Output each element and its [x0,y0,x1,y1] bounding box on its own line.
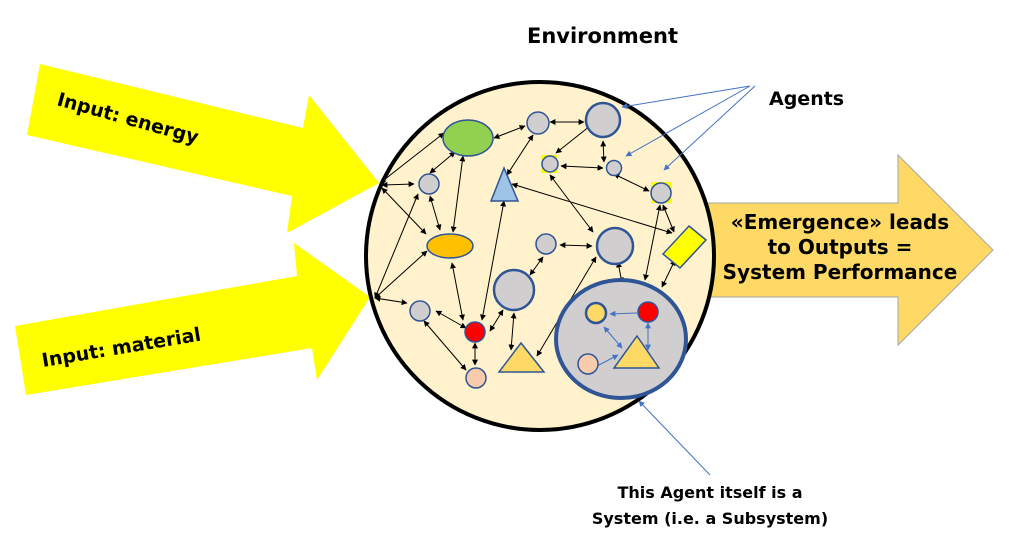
agent-yellow-rectangle [661,224,708,270]
input-energy-arrow: Input: energy [27,64,379,233]
arrow-peach-triangle-sub [596,354,619,367]
subagent-red-circle [637,301,659,323]
arrow-gray2-peach [423,320,467,371]
agent-gray-circle [409,300,431,322]
arrow-orange-triangle-sub [603,326,623,349]
agent-gray-circle [605,159,623,177]
input-material-shape [15,243,370,395]
arrow-bluetri-red [480,200,506,321]
output-arrow-shape [699,153,994,347]
agent-gray-circle-large [492,268,536,312]
subagent-orange-circle [584,301,608,325]
agent-pointers [621,85,756,476]
pointer-agents-1 [621,85,751,110]
input-material-arrow: Input: material [15,243,370,395]
subsystem-label-line-2: System (i.e. a Subsystem) [592,509,828,528]
subagent-peach-circle [577,353,599,375]
agent-blue-triangle [489,166,520,202]
agents-label: Agents [769,88,844,110]
output-line-3: System Performance [723,260,958,284]
subsystem-arrows [596,310,651,367]
arrow-gray7-gray6 [559,242,593,249]
environment-title: Environment [527,24,678,48]
agent-yellow-triangle [497,341,546,373]
input-energy-shape [27,64,379,233]
arrow-gray3-bluetri [506,134,534,176]
arrow-green-gray3 [493,125,526,139]
arrow-smallgray-gray5 [560,163,604,171]
agent-red-circle [464,321,486,343]
subsystem-boundary [554,278,688,400]
agent-gray-circle-large [595,226,635,266]
subagent-yellow-triangle [612,334,661,369]
arrow-hlgray-subsystem [643,204,662,281]
agent-gray-circle-highlighted [541,155,559,173]
agents [409,101,708,389]
subsystem-label-line-1: This Agent itself is a [617,483,802,502]
arrow-orange-red [450,262,465,321]
output-line-1: «Emergence» leads [731,210,949,234]
agent-gray-circle [535,233,557,255]
arrow-green-orange [450,155,466,233]
agent-gray-circle-highlighted [650,182,672,204]
arrow-hlgray-rect [662,204,675,233]
agent-orange-ellipse [426,233,474,259]
pointer-agents-2 [625,85,751,157]
arrow-material-orange [374,250,428,299]
arrow-red-biggray2 [489,309,504,332]
arrow-biggray2-yellowtri [508,312,517,351]
subsystem-agent [554,278,688,400]
arrow-red-orange-sub [609,310,638,317]
arrow-energy-gray [381,181,415,188]
agent-peach-circle [465,367,487,389]
arrow-material-gray2 [374,295,408,306]
agent-gray-circle [418,173,440,195]
agent-gray-circle [526,111,550,135]
pointer-agents-3 [663,85,756,171]
agent-green-ellipse [442,119,494,157]
agent-gray-circle-large [584,101,622,139]
output-line-2: to Outputs = [768,235,913,259]
interaction-arrows [374,119,676,371]
arrow-gray-orange [428,195,442,231]
arrow-biggray-gray5 [600,140,607,163]
arrow-rect-subsystem [661,259,676,288]
output-arrow: «Emergence» leads to Outputs = System Pe… [699,153,994,347]
arrow-energy-green [379,132,445,184]
pointer-subsystem [638,400,711,476]
